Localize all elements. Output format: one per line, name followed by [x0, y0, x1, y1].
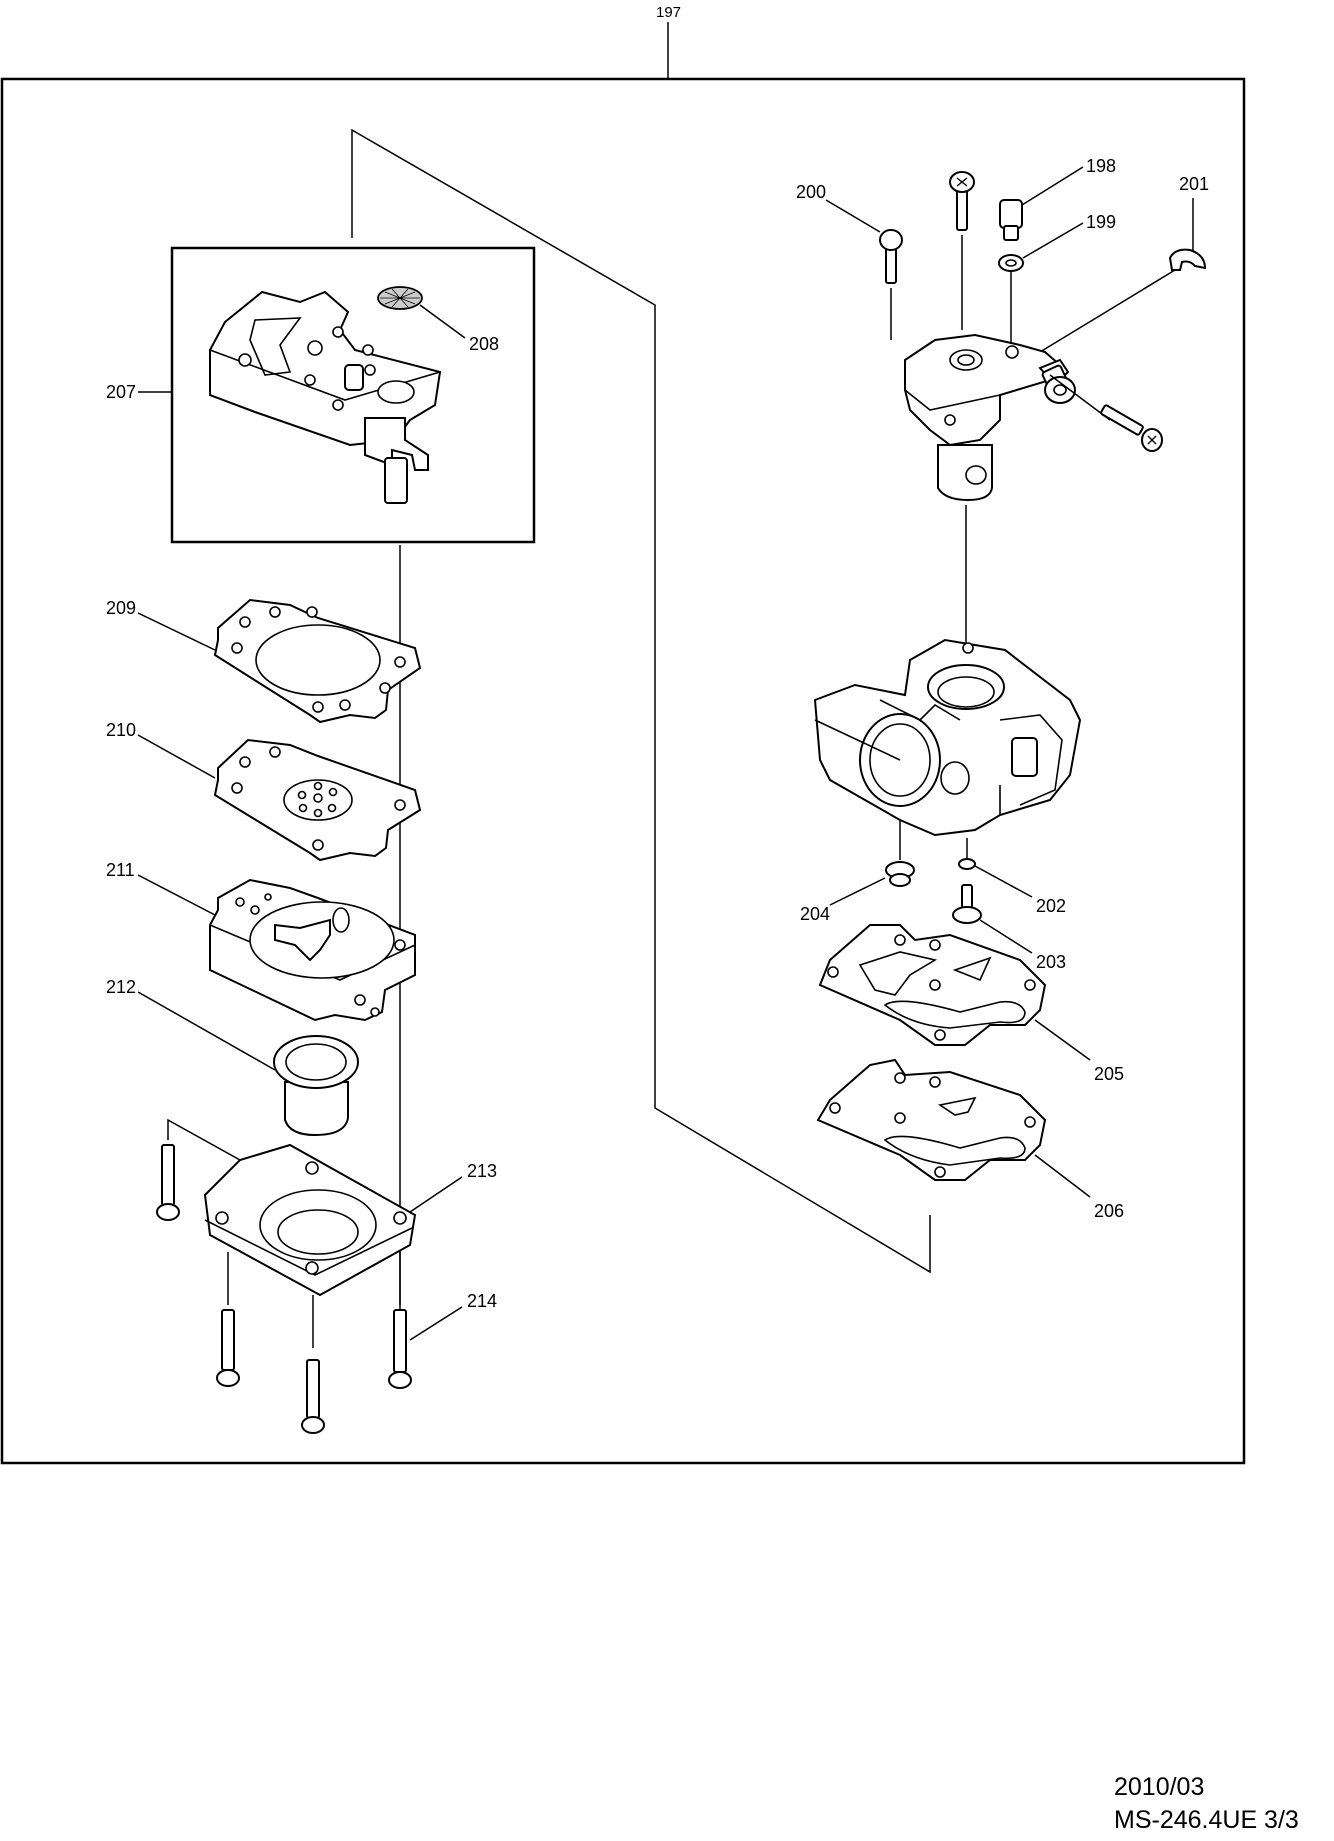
- valve-204: [885, 861, 915, 887]
- gasket-209: [213, 598, 422, 724]
- callout-208: 208: [469, 334, 499, 354]
- screw-200: [879, 229, 903, 284]
- group-bracket: [351, 128, 931, 1274]
- guide-201: [1039, 269, 1176, 353]
- callout-leader-199: [1022, 222, 1084, 259]
- callout-204: 204: [800, 904, 830, 924]
- callout-leader-198: [1021, 166, 1084, 206]
- callout-198: 198: [1086, 156, 1116, 176]
- callout-leader-211: [137, 874, 216, 916]
- carburetor-body: [813, 638, 1082, 837]
- screw-214-d: [388, 1309, 412, 1389]
- screw-guide-top: [167, 1118, 241, 1161]
- callout-leader-200: [825, 199, 881, 233]
- needle-203: [952, 884, 982, 924]
- callout-202: 202: [1036, 896, 1066, 916]
- revision-date: 2010/03: [1114, 1773, 1205, 1801]
- throttle-lever-assembly: [904, 333, 1076, 502]
- e-clip-201: [1168, 248, 1207, 271]
- callout-210: 210: [106, 720, 136, 740]
- callout-214: 214: [467, 1291, 497, 1311]
- sub-assembly-box-207: [170, 246, 536, 544]
- callout-leader-209: [137, 612, 216, 651]
- callout-leader-203: [979, 919, 1033, 954]
- callout-leader-210: [137, 734, 216, 779]
- screw-214-b: [216, 1309, 240, 1387]
- callout-197: 197: [656, 4, 681, 21]
- gasket-205: [818, 924, 1047, 1046]
- callout-205: 205: [1094, 1064, 1124, 1084]
- document-code: MS-246.4UE 3/3: [1114, 1806, 1299, 1834]
- callout-leader-202: [974, 865, 1033, 898]
- screw-214-c: [301, 1359, 325, 1434]
- callout-leader-208: [419, 304, 466, 339]
- diaphragm-210: [213, 738, 422, 862]
- callout-206: 206: [1094, 1201, 1124, 1221]
- callout-203: 203: [1036, 952, 1066, 972]
- primer-bulb-212: [273, 1035, 359, 1137]
- lever-screw: [1100, 404, 1163, 452]
- callout-199: 199: [1086, 212, 1116, 232]
- retainer-plate-213: [203, 1143, 417, 1297]
- callout-201: 201: [1179, 174, 1209, 194]
- diaphragm-206: [816, 1058, 1047, 1181]
- callout-207: 207: [106, 382, 136, 402]
- o-ring-202: [958, 858, 976, 870]
- callout-212: 212: [106, 977, 136, 997]
- callout-leader-214: [409, 1306, 463, 1341]
- callout-200: 200: [796, 182, 826, 202]
- callout-leader-205: [1034, 1019, 1091, 1061]
- filter-screen-208: [377, 286, 423, 310]
- guide-lever-screw: [1049, 374, 1111, 421]
- callout-leader-206: [1034, 1154, 1091, 1198]
- callout-213: 213: [467, 1161, 497, 1181]
- pump-cover-207: [209, 290, 442, 504]
- callout-211: 211: [106, 860, 135, 880]
- metering-body-211: [209, 878, 416, 1022]
- washer-199: [998, 254, 1024, 272]
- assembly-frame: [0, 77, 1246, 1465]
- callout-209: 209: [106, 598, 136, 618]
- idle-screw-198: [999, 199, 1023, 241]
- callout-leader-212: [137, 991, 276, 1071]
- callout-leader-213: [409, 1176, 463, 1213]
- screw-214-a: [156, 1144, 180, 1221]
- callout-leader-204: [829, 877, 886, 906]
- cross-screw: [949, 171, 975, 231]
